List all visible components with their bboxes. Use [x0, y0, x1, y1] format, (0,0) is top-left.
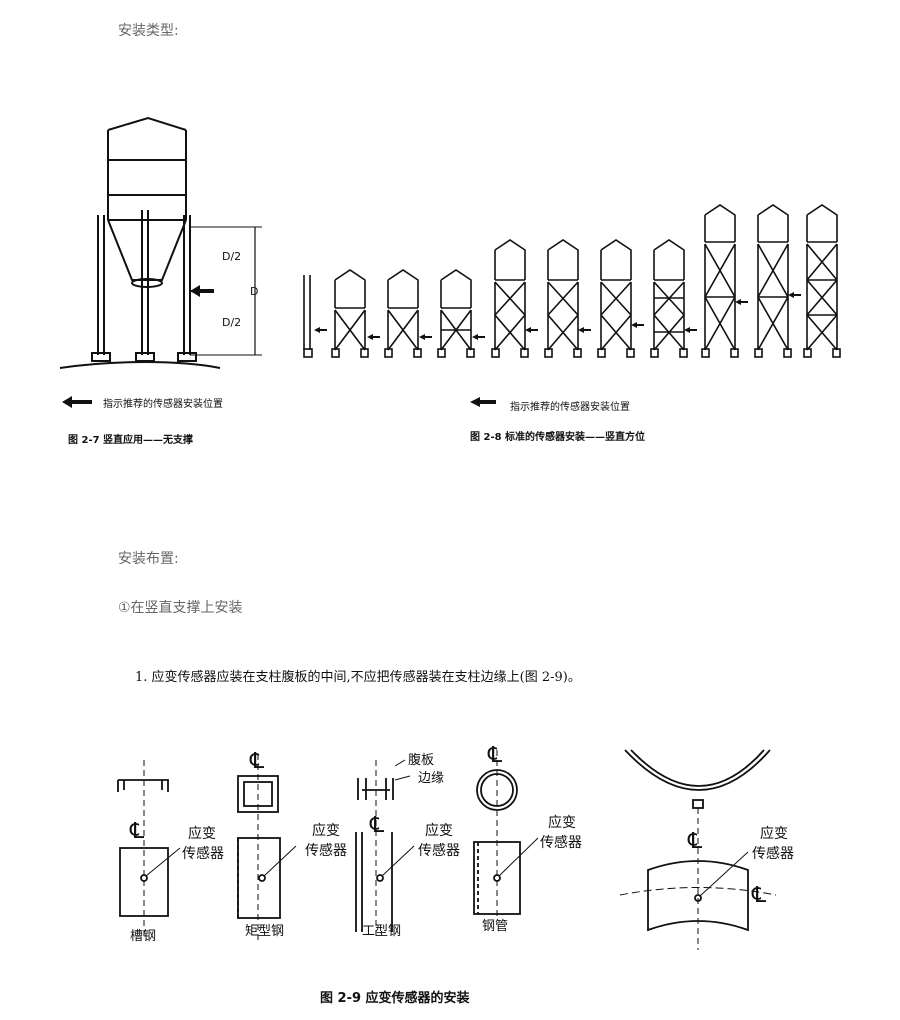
centerline-mark: ℄ [369, 813, 385, 838]
figure-2-8-silos: 指示推荐的传感器安装位置 图 2-8 标准的传感器安装——竖直方位 [303, 204, 841, 443]
fig27-caption: 图 2-7 竖直应用——无支撑 [68, 433, 193, 446]
heading-install-type: 安装类型: [118, 23, 179, 39]
edge-label: 边缘 [418, 771, 444, 786]
figure-2-9-strain-sensors: ℄ ℄ ℄ ℄ ℄ ℄ 应变传感器 应变传感器 应变传感器 应变传感器 应变传感… [117, 743, 794, 1006]
heading-install-layout: 安装布置: [118, 551, 179, 567]
strain-sensor-label: 应变传感器 [540, 814, 582, 851]
channel-label: 槽钢 [130, 929, 156, 944]
dim-half-bottom: D/2 [222, 316, 241, 329]
fig28-legend: 指示推荐的传感器安装位置 [510, 400, 630, 413]
legend-arrow-icon [62, 396, 92, 408]
installation-note: 1. 应变传感器应装在支柱腹板的中间,不应把传感器装在支柱边缘上(图 2-9)。 [135, 670, 581, 685]
pipe-label: 钢管 [482, 919, 508, 934]
centerline-mark: ℄ [487, 743, 503, 768]
i-beam-label: 工型钢 [362, 924, 401, 939]
centerline-mark: ℄ [687, 829, 703, 854]
web-label: 腹板 [408, 752, 434, 768]
strain-sensor-label: 应变传感器 [305, 822, 347, 859]
legend-arrow-icon [470, 397, 496, 407]
strain-sensor-label: 应变传感器 [752, 825, 794, 862]
centerline-mark: ℄ [249, 749, 265, 774]
rect-tube-label: 矩型钢 [245, 924, 284, 939]
fig28-caption: 图 2-8 标准的传感器安装——竖直方位 [470, 430, 645, 443]
strain-sensor-label: 应变传感器 [182, 825, 224, 862]
figure-2-7-silo: D/2 D D/2 指示推荐的传感器安装位置 图 2-7 竖直应用——无支撑 [59, 116, 262, 446]
heading-sub-item: ①在竖直支撑上安装 [118, 600, 243, 616]
fig29-caption: 图 2-9 应变传感器的安装 [320, 990, 470, 1006]
fig27-legend: 指示推荐的传感器安装位置 [103, 397, 223, 410]
dim-half-top: D/2 [222, 250, 241, 263]
centerline-mark: ℄ [751, 883, 767, 908]
strain-sensor-label: 应变传感器 [418, 822, 460, 859]
centerline-mark: ℄ [129, 819, 145, 844]
dim-full: D [250, 285, 258, 298]
